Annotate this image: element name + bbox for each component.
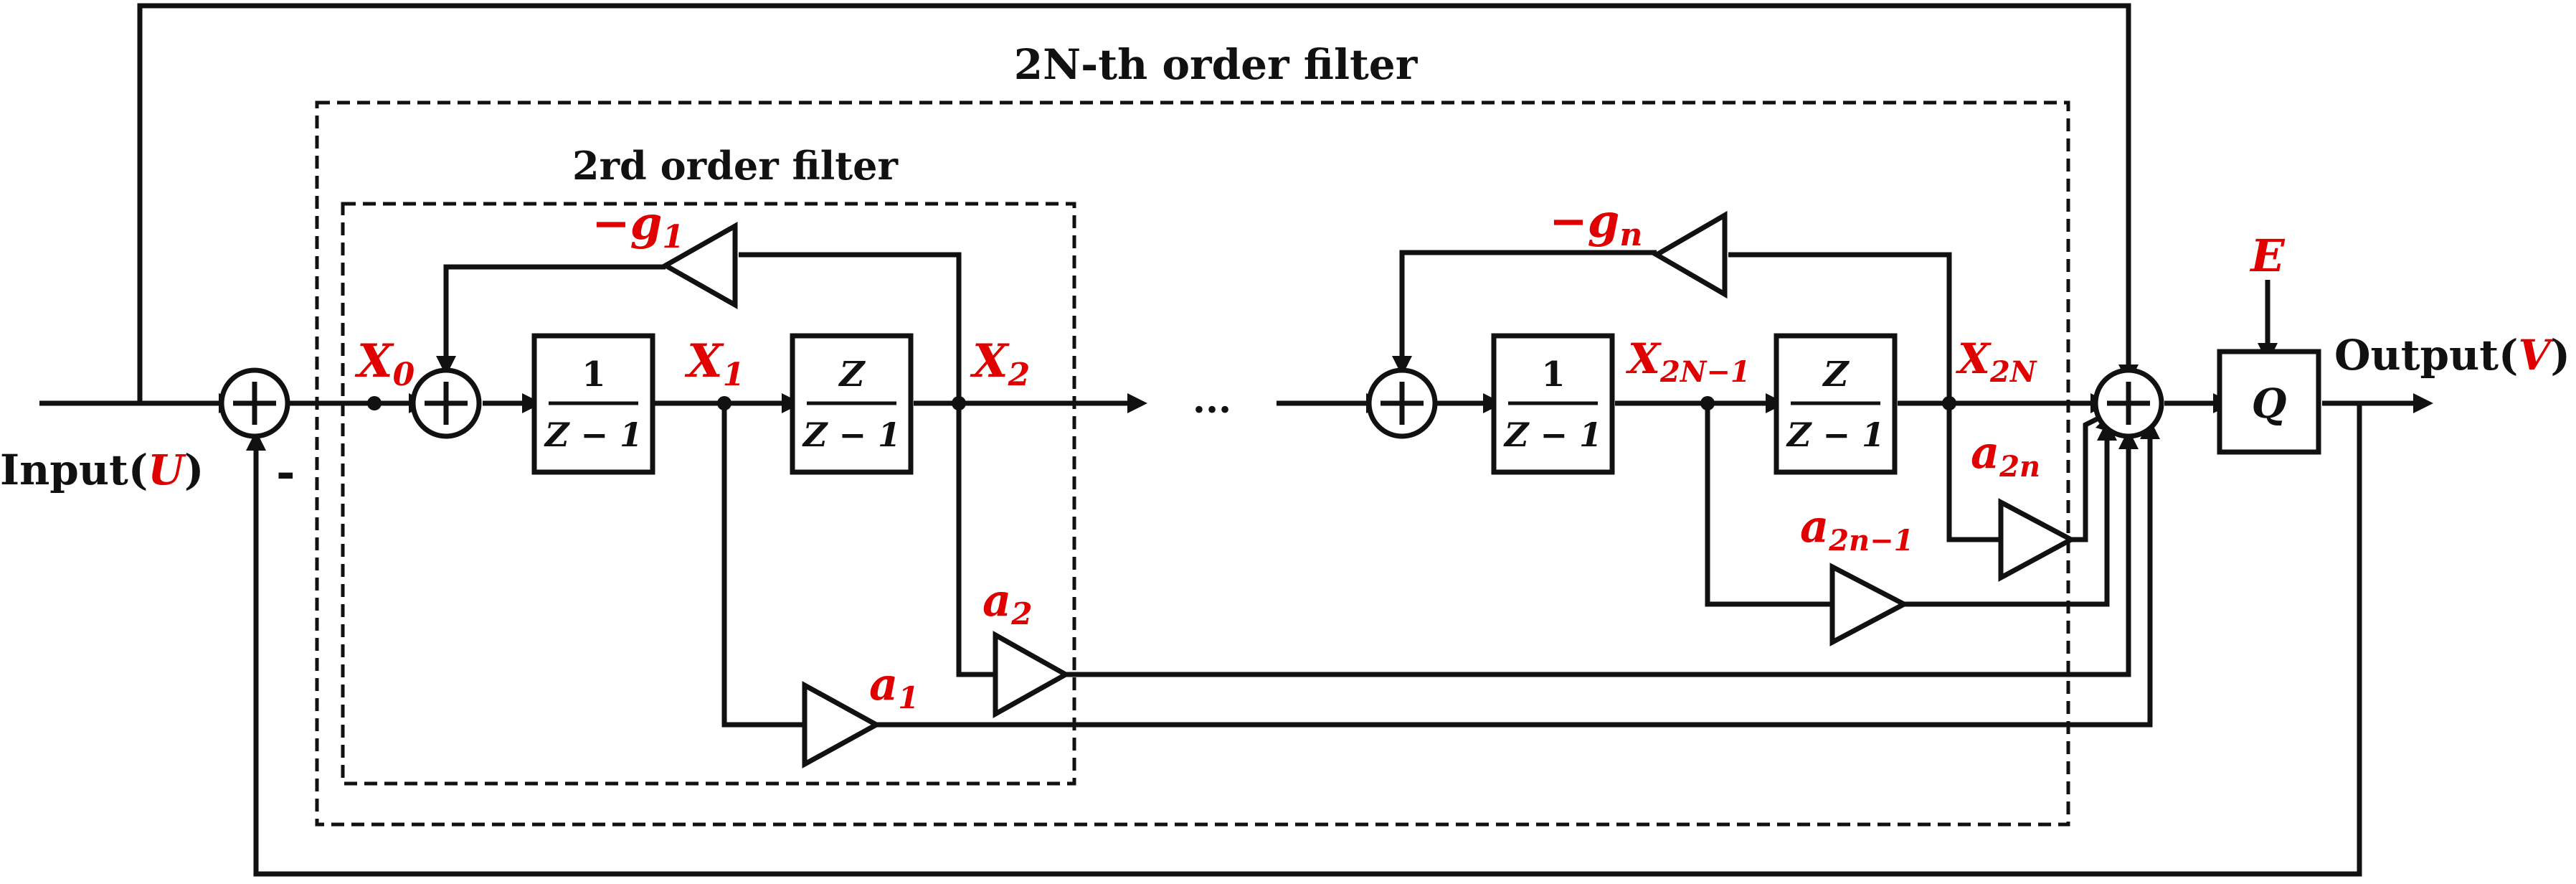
svg-text:1: 1	[1541, 354, 1565, 395]
svg-text:Z − 1: Z − 1	[544, 415, 643, 454]
summer-stage1	[410, 367, 482, 439]
gain-triangle-gn	[1652, 210, 1728, 299]
gain-triangle-g1	[660, 221, 738, 310]
quantizer-block: Q	[2217, 349, 2321, 455]
svg-text:Z − 1: Z − 1	[1786, 415, 1885, 454]
summer-stageN	[1366, 367, 1438, 439]
gain-label-a2n-1: a2n−1	[1800, 500, 1913, 558]
a2n-branch-wire	[1946, 403, 2001, 542]
a1-branch-wire	[721, 403, 805, 728]
arrowhead	[436, 356, 456, 376]
node-dot-x0	[367, 396, 382, 410]
gn-return-wire	[1399, 250, 1657, 356]
svg-text:Z − 1: Z − 1	[802, 415, 901, 454]
svg-text:Z: Z	[838, 354, 866, 395]
arrowhead	[2118, 429, 2139, 449]
output-label: Output(V)	[2334, 331, 2570, 380]
svg-text:Q: Q	[2252, 380, 2287, 428]
ellipsis: ...	[1193, 378, 1231, 422]
gain-triangle-a1	[802, 681, 882, 768]
node-label-x1: X1	[684, 334, 744, 393]
gain-label-a2n: a2n	[1971, 426, 2040, 484]
arrowhead	[1392, 356, 1412, 376]
outer-filter-title: 2N-th order filter	[1014, 40, 1419, 89]
a2n1-to-sum-wire	[1904, 431, 2110, 607]
inner-filter-boundary	[341, 202, 1076, 786]
gain-label-gn: −gn	[1549, 194, 1642, 253]
g1-feedback-wire	[739, 252, 962, 403]
gain-triangle-a2n-1	[1829, 563, 1910, 646]
a2n-to-sum-wire	[2071, 413, 2104, 542]
output-feedback-wire	[253, 403, 2362, 877]
a2-to-sum-wire	[1066, 439, 2131, 677]
gain-label-g1: −g1	[592, 197, 684, 255]
node-label-x2n: X2N	[1955, 334, 2037, 389]
summer-output	[2093, 367, 2164, 439]
summer-input	[219, 367, 290, 439]
node-label-x2n-1: X2N−1	[1625, 334, 1751, 389]
svg-text:1: 1	[582, 354, 605, 395]
a1-to-sum-wire	[876, 429, 2153, 728]
node-dot-x2n	[1942, 396, 1956, 410]
integrator-block-3: 1 Z − 1	[1491, 333, 1615, 475]
node-dot-x2n-1	[1700, 396, 1715, 410]
arrowhead	[1127, 393, 1147, 413]
a2n1-branch-wire	[1705, 403, 1832, 607]
gain-triangle-a2n	[1998, 498, 2077, 582]
svg-text:Z − 1: Z − 1	[1503, 415, 1602, 454]
outer-filter-boundary	[315, 100, 2070, 827]
gn-feedback-wire	[1728, 252, 1952, 403]
g1-return-wire	[443, 264, 666, 356]
integrator-block-1: 1 Z − 1	[531, 333, 655, 475]
node-dot-x2	[952, 396, 966, 410]
gain-label-a1: a1	[869, 658, 919, 715]
inner-filter-title: 2rd order filter	[572, 143, 898, 189]
node-dot-x1	[717, 396, 731, 410]
node-label-x2: X2	[970, 334, 1030, 393]
arrowhead	[2413, 393, 2433, 413]
a2-branch-wire	[956, 403, 995, 677]
arrowhead	[246, 431, 266, 451]
gain-label-a2: a2	[982, 574, 1032, 631]
minus-sign: -	[276, 446, 295, 499]
input-label: Input(U)	[0, 446, 204, 494]
node-label-x0: X0	[354, 334, 415, 393]
gain-triangle-a2	[993, 631, 1071, 718]
svg-text:Z: Z	[1822, 354, 1850, 395]
feedforward-wire	[137, 3, 2131, 403]
integrator-block-4: Z Z − 1	[1774, 333, 1898, 475]
integrator-block-2: Z Z − 1	[790, 333, 914, 475]
error-label: E	[2249, 230, 2285, 282]
